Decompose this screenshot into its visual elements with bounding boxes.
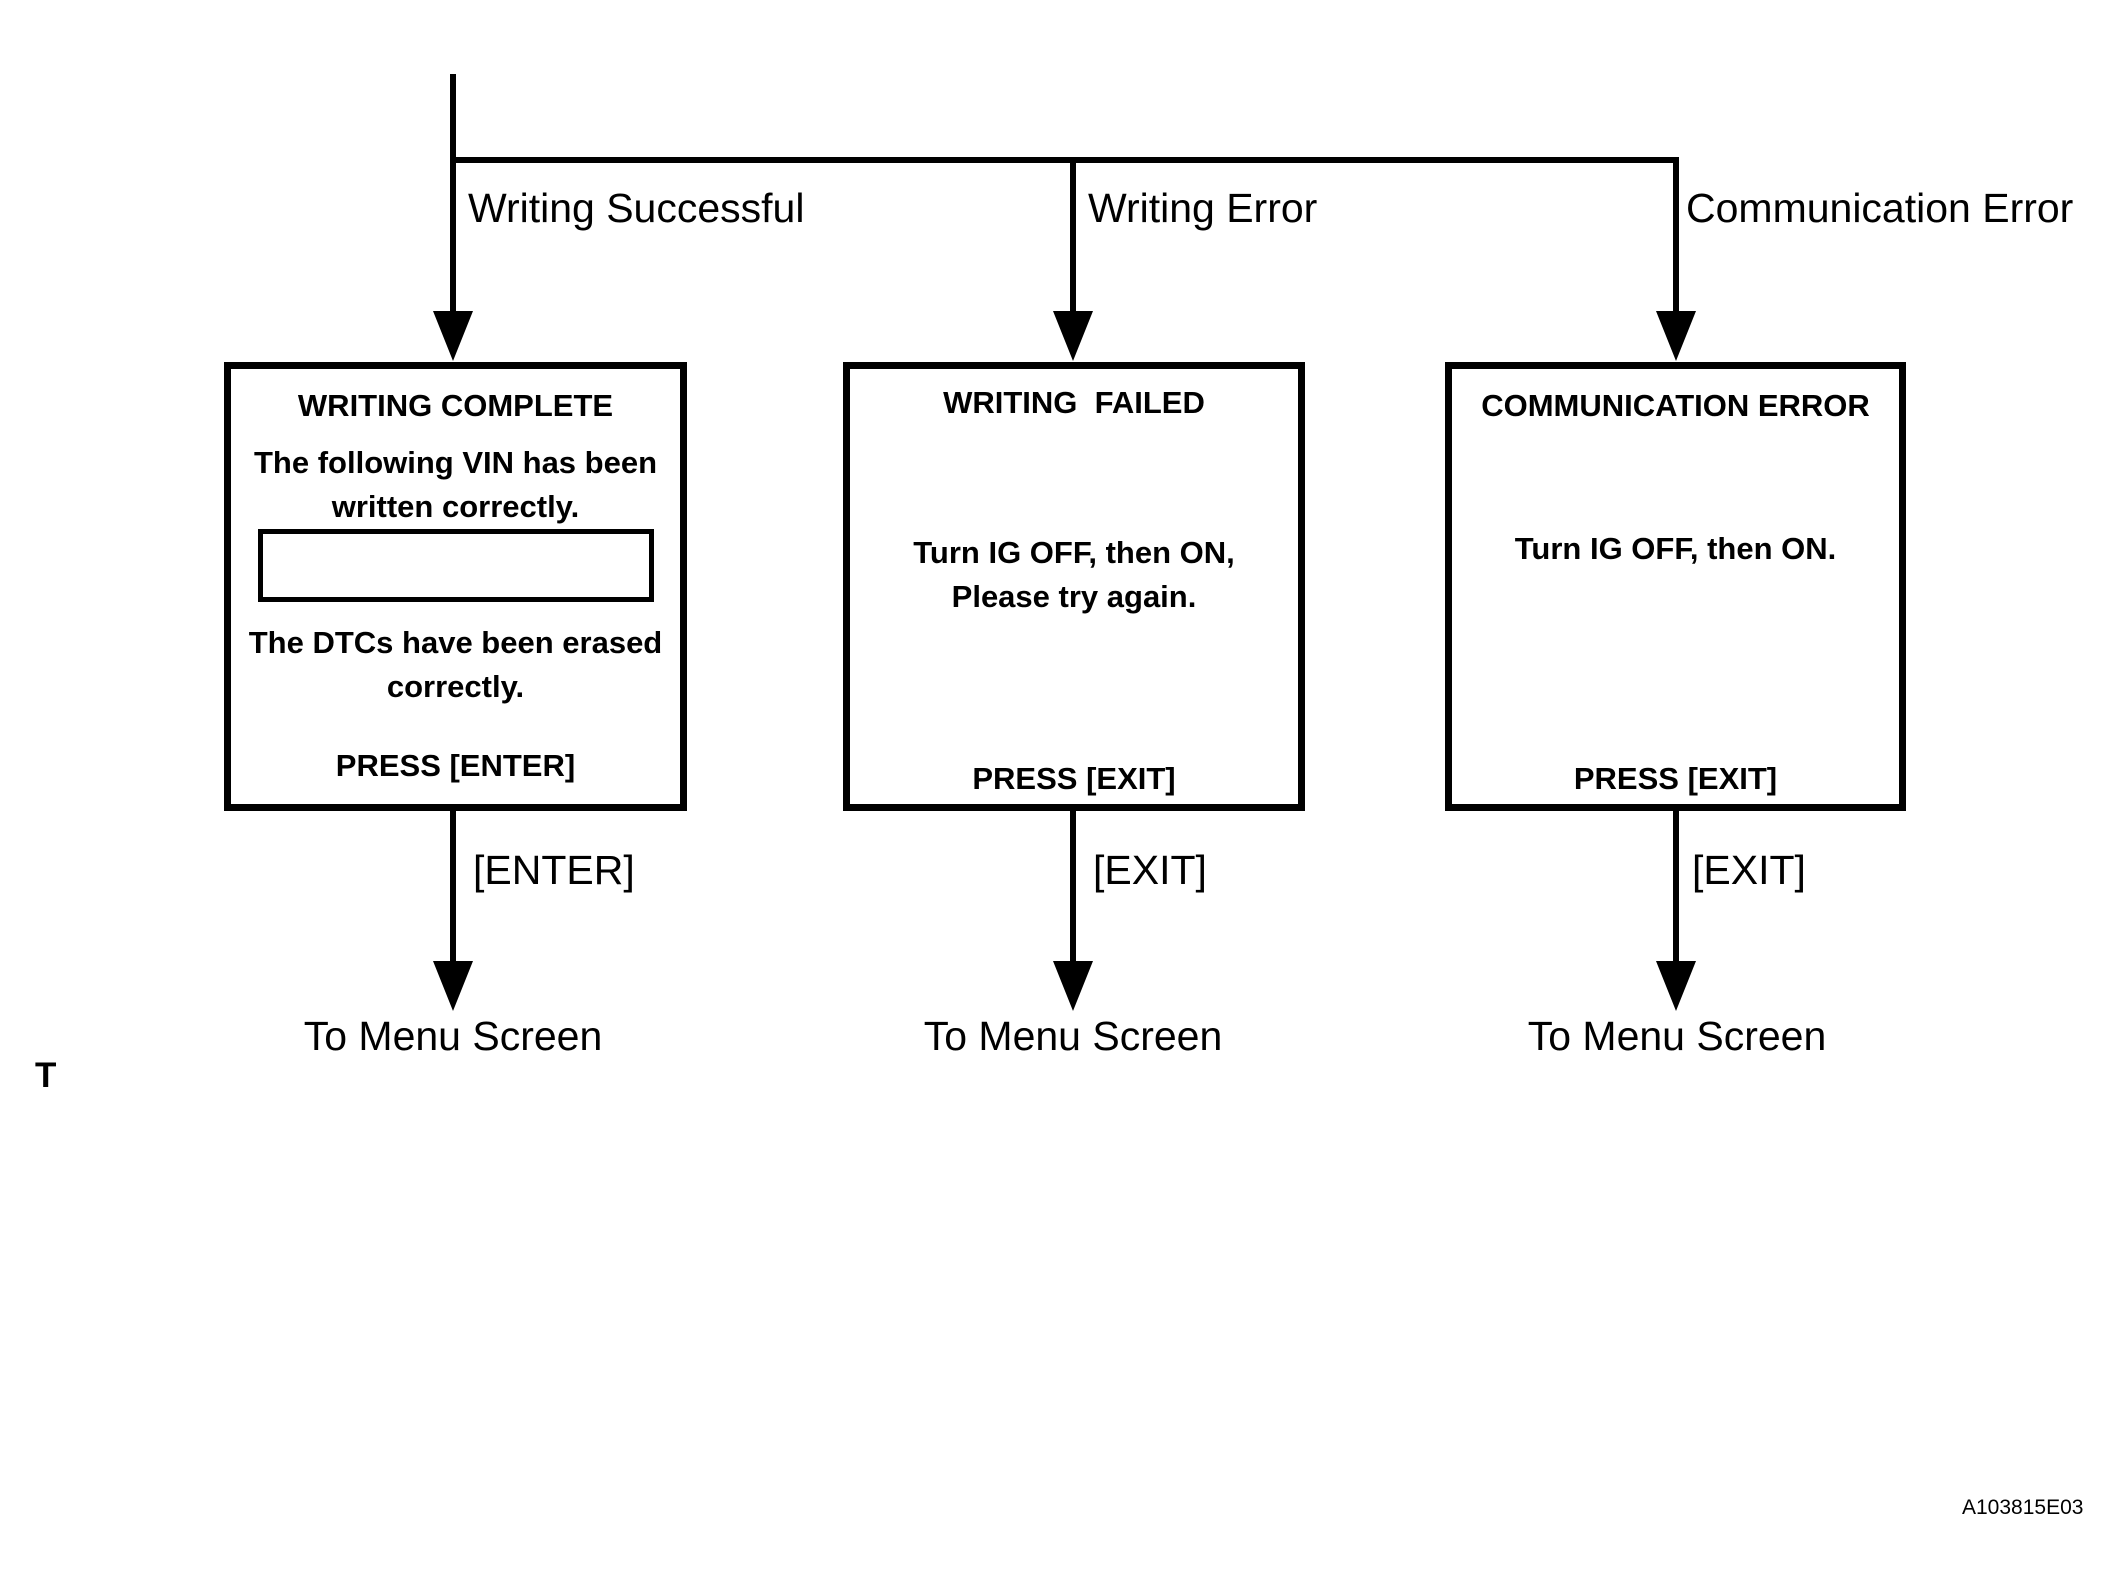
key-press-label-exit: [EXIT]	[1093, 847, 1207, 893]
screen-title: WRITING FAILED	[943, 385, 1205, 420]
branch-condition-writing-error: Writing Error	[1088, 185, 1318, 231]
screen-press-instruction: PRESS [EXIT]	[972, 761, 1176, 796]
screen-box-communication-error: COMMUNICATION ERROR Turn IG OFF, then ON…	[1445, 362, 1906, 811]
screen-message-try-again: Turn IG OFF, then ON, Please try again.	[913, 535, 1235, 615]
screen-title: WRITING COMPLETE	[297, 388, 614, 423]
exit-line-branch-3	[1673, 811, 1679, 963]
arrow-down-head-icon	[1656, 311, 1696, 361]
screen-box-writing-complete: WRITING COMPLETE The following VIN has b…	[224, 362, 687, 811]
vin-display-field	[257, 529, 654, 602]
arrow-down-head-icon	[1053, 961, 1093, 1011]
exit-line-branch-2	[1070, 811, 1076, 963]
key-press-label-exit: [EXIT]	[1692, 847, 1806, 893]
key-press-label-enter: [ENTER]	[473, 847, 635, 893]
branch-condition-writing-successful: Writing Successful	[468, 185, 805, 231]
arrow-down-head-icon	[1656, 961, 1696, 1011]
arrow-down-head-icon	[433, 311, 473, 361]
screen-press-instruction: PRESS [ENTER]	[335, 748, 576, 783]
destination-label-menu-screen: To Menu Screen	[1527, 1013, 1827, 1059]
screen-press-instruction: PRESS [EXIT]	[1573, 761, 1778, 796]
arrow-down-head-icon	[433, 961, 473, 1011]
branch-line-writing-error	[1070, 157, 1076, 317]
exit-line-branch-1	[450, 811, 456, 963]
branch-condition-communication-error: Communication Error	[1686, 185, 2074, 231]
screen-message-ig-off-on: Turn IG OFF, then ON.	[1514, 531, 1837, 566]
destination-label-menu-screen: To Menu Screen	[303, 1013, 603, 1059]
branch-line-communication-error	[1673, 157, 1679, 317]
screen-message-vin-written: The following VIN has been written corre…	[253, 445, 658, 525]
screen-box-writing-failed: WRITING FAILED Turn IG OFF, then ON, Ple…	[843, 362, 1305, 811]
destination-label-menu-screen: To Menu Screen	[923, 1013, 1223, 1059]
margin-step-letter: T	[35, 1056, 57, 1095]
figure-code: A103815E03	[1962, 1496, 2084, 1519]
trunk-line	[450, 74, 456, 320]
screen-message-dtcs-erased: The DTCs have been erased correctly.	[248, 625, 663, 705]
branch-connector-line	[450, 157, 1679, 163]
arrow-down-head-icon	[1053, 311, 1093, 361]
screen-title: COMMUNICATION ERROR	[1481, 388, 1870, 423]
